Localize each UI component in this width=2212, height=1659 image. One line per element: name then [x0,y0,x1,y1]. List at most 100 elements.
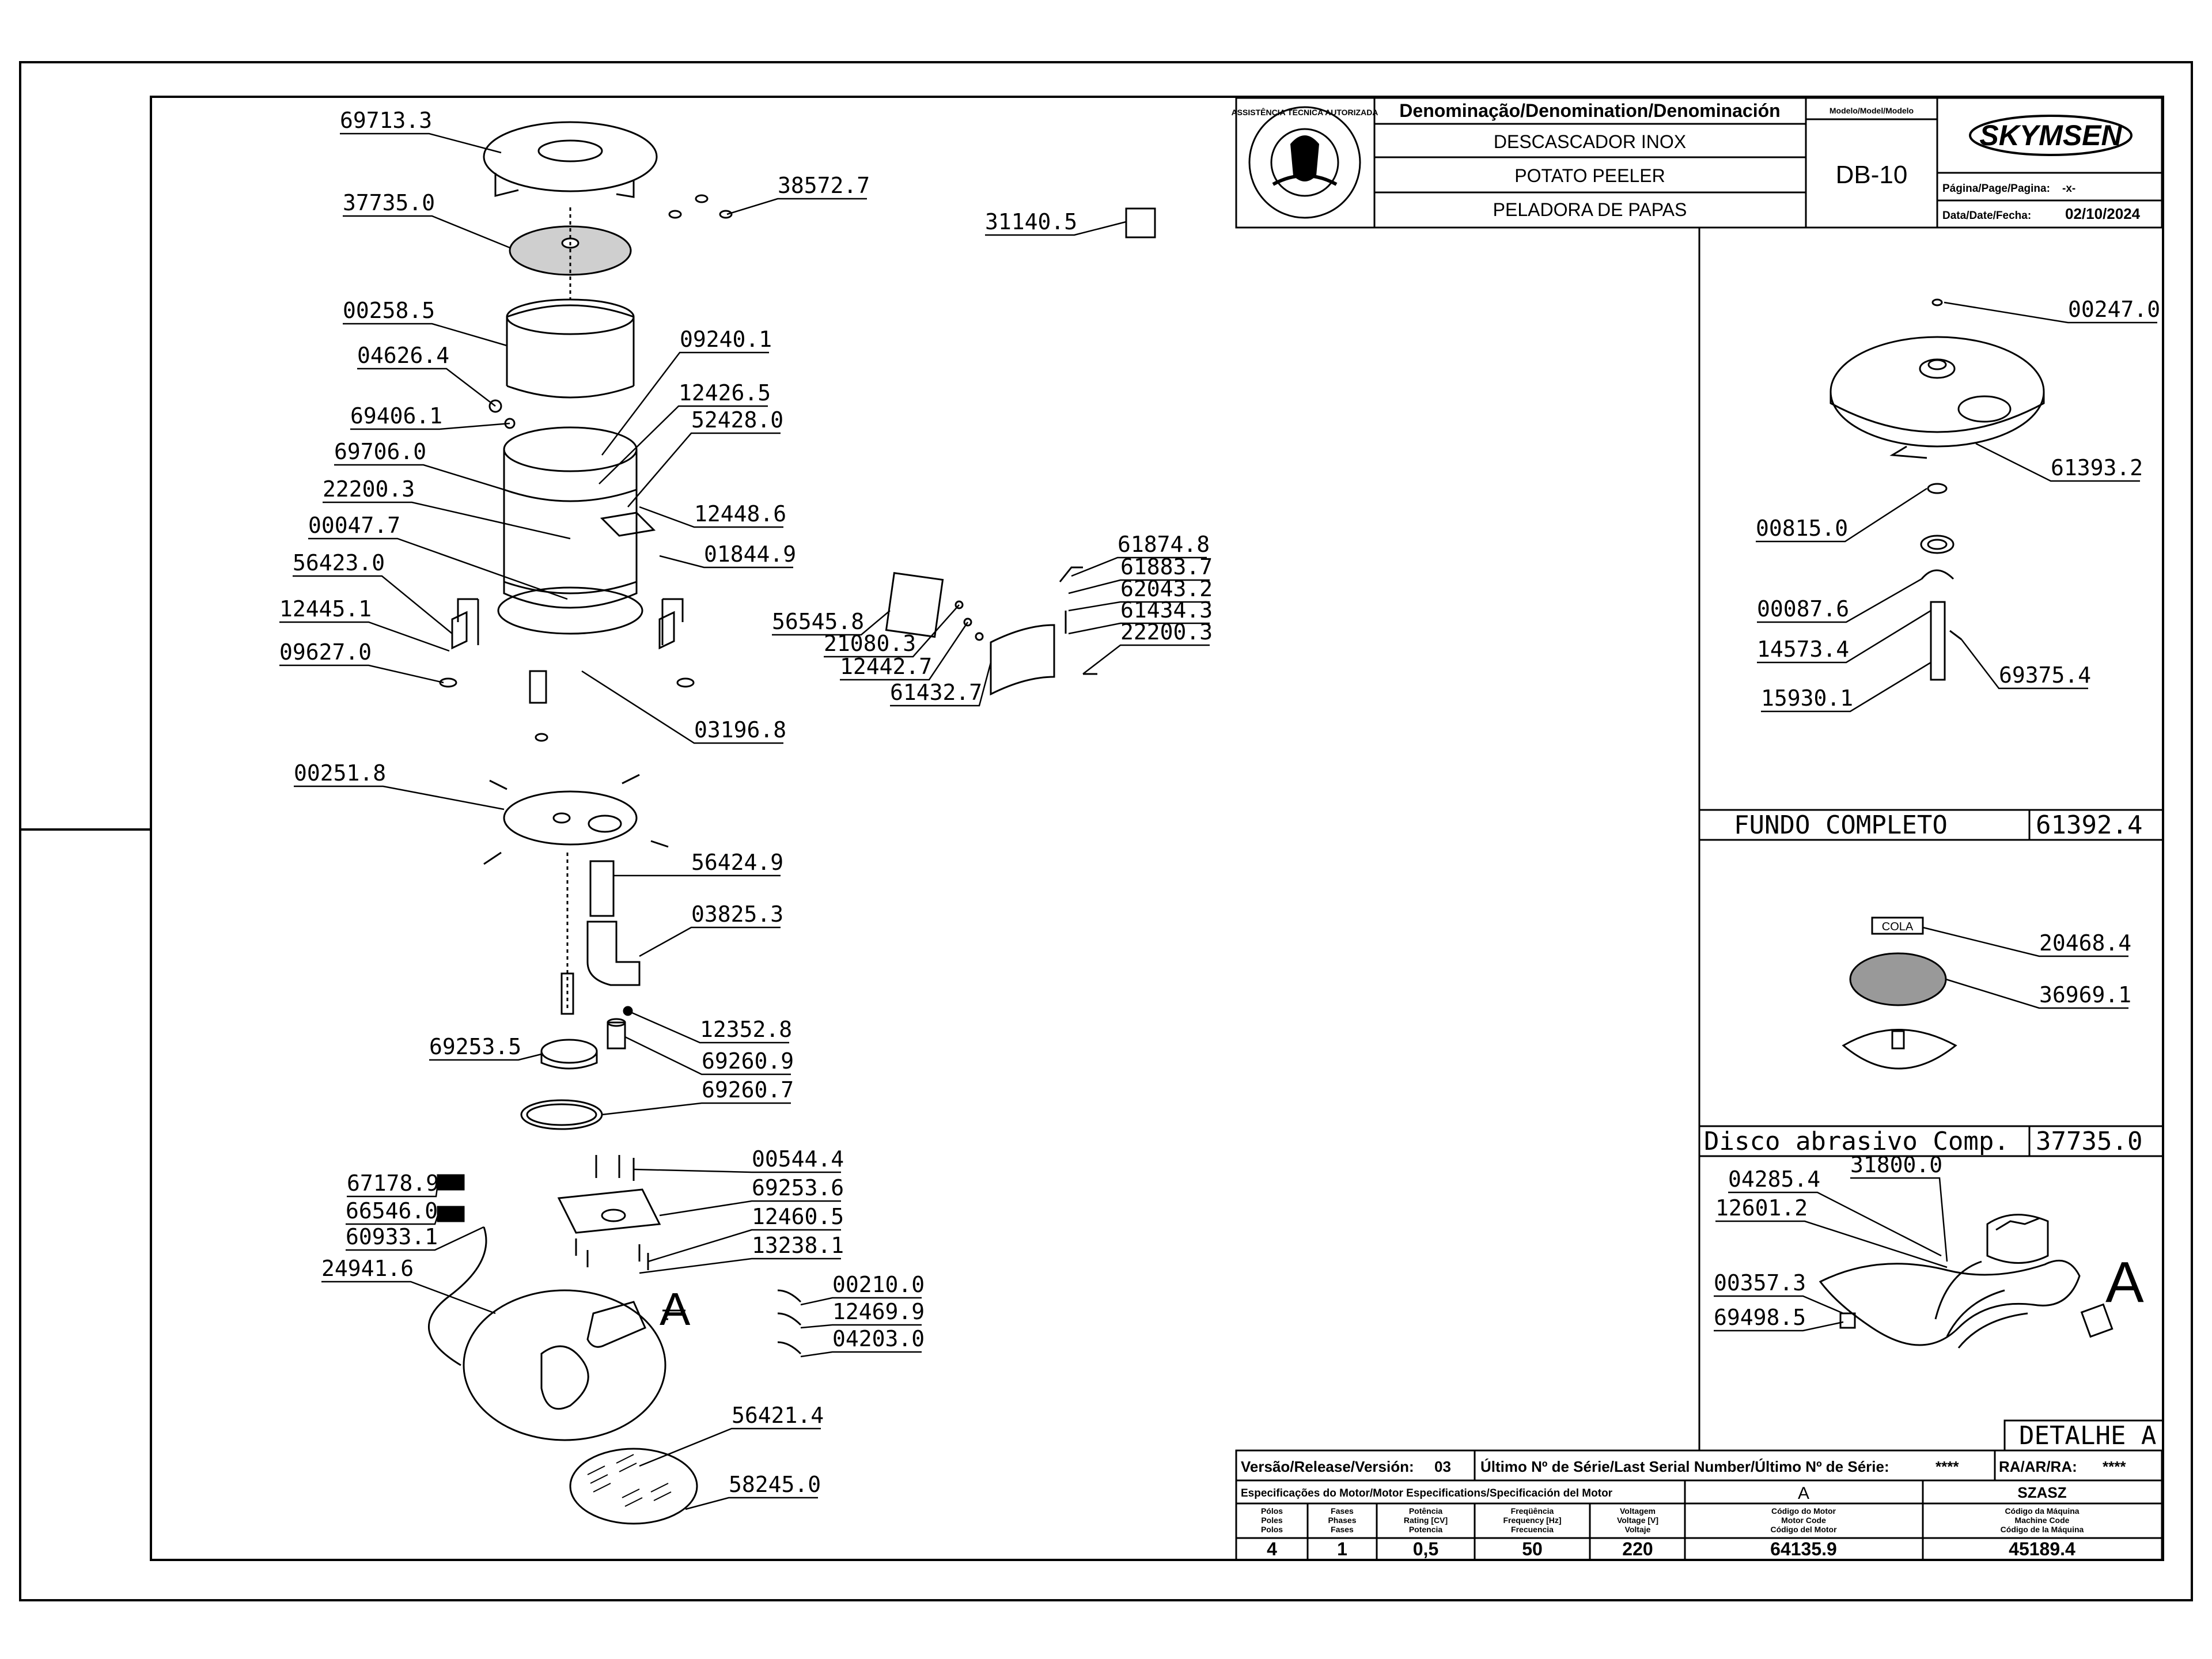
leader-line [347,1183,439,1198]
callout-12442-7: 12442.7 [840,622,969,681]
leader-line [343,323,507,347]
callout-61883-7: 61883.7 [1068,554,1213,594]
callout-12445-1: 12445.1 [279,596,450,652]
disco-title: Disco abrasivo Comp. [1704,1127,2009,1156]
part-number-label: 15930.1 [1761,685,1853,711]
leader-line [334,464,505,491]
leader-line [346,1215,439,1225]
right-panels: FUNDO COMPLETO 61392.4 Disco abrasivo Co… [1698,228,2162,1450]
release-block: Versão/Release/Versión: 03 Último Nº de … [1235,1449,2163,1561]
callout-56545-8: 56545.8 [772,609,891,636]
leader-line [1922,926,2128,957]
spec-column-label: Frecuencia [1511,1525,1554,1534]
disco-abrasivo-view: COLA [1842,916,1957,1070]
leader-line [340,132,502,154]
leader-line [1756,487,1927,543]
page-value: -x- [2062,183,2075,195]
callout-69260-9: 69260.9 [624,1036,794,1075]
leader-line [350,422,510,430]
part-number-label: 36969.1 [2039,982,2131,1007]
part-number-label: 69706.0 [334,439,426,464]
callout-24941-6: 24941.6 [321,1256,496,1315]
leader-line [1068,601,1210,612]
grille-58245-0 [569,1448,698,1525]
callout-61432-7: 61432.7 [890,662,992,707]
motor-spec-label: Especificações do Motor/Motor Especifica… [1241,1487,1613,1499]
spec-column-value: 50 [1522,1539,1543,1559]
callout-69375-4: 69375.4 [1961,639,2091,690]
motor-detail [1986,1214,2049,1264]
callout-31800-0: 31800.0 [1850,1152,1948,1262]
part-number-label: 61874.8 [1118,532,1210,557]
leader-line [985,221,1127,236]
part-number-label: 00357.3 [1714,1270,1806,1296]
part-number-label: 12442.7 [840,654,932,679]
brand-name: SKYMSEN [1979,119,2122,151]
leader-line [1714,1295,1844,1315]
part-number-label: 00247.0 [2068,297,2160,322]
spec-column-label: Código de la Máquina [2001,1525,2084,1534]
spec-column-value: 1 [1337,1539,1347,1559]
leader-line [1850,1177,1948,1262]
lid-69713-3 [483,121,658,192]
part-number-label: 38572.7 [778,173,870,198]
part-number-label: 12601.2 [1715,1195,1808,1221]
part-number-label: 61393.2 [2051,455,2143,480]
callout-69706-0: 69706.0 [334,439,505,491]
tube-56424-9 [589,860,615,917]
callout-67178-9: 67178.9 [347,1171,439,1198]
callout-60933-1: 60933.1 [346,1224,484,1251]
spec-column-label: Código del Motor [1770,1525,1837,1534]
leader-line [601,1102,791,1116]
callout-00047-7: 00047.7 [308,513,568,600]
leader-line [1757,609,1931,664]
leader-line [346,1226,484,1251]
spec-column-value: 0,5 [1413,1539,1438,1559]
part-number-label: 09240.1 [680,327,772,352]
leader-line [800,1324,922,1329]
fundo-title: FUNDO COMPLETO [1734,810,1948,840]
serial-label: Último Nº de Série/Last Serial Number/Úl… [1480,1458,1889,1475]
spec-column-label: Frequency [Hz] [1503,1516,1561,1525]
part-number-label: 12426.5 [679,380,771,406]
leader-line [1944,301,2157,324]
machine-class: SZASZ [2017,1484,2066,1501]
callout-61393-2: 61393.2 [1975,442,2143,482]
callout-20468-4: 20468.4 [1922,926,2131,957]
callout-00251-8: 00251.8 [294,760,505,810]
leader-line [1068,579,1210,594]
callout-14573-4: 14573.4 [1757,609,1931,664]
part-number-label: 09627.0 [279,639,372,665]
ra-label: RA/AR/RA: [1999,1458,2077,1475]
leader-line [343,215,510,249]
part-number-label: 69260.9 [702,1048,794,1074]
callout-00357-3: 00357.3 [1714,1270,1844,1315]
leader-line [726,198,867,215]
cylinder-band-00258-5 [506,304,635,399]
leader-line [279,664,444,684]
part-number-label: 69260.7 [702,1077,794,1103]
callout-21080-3: 21080.3 [824,604,960,658]
disco-code: 37735.0 [2036,1127,2142,1156]
leader-line [1975,442,2140,482]
body-69706-0 [503,426,638,472]
leader-line [647,1229,841,1263]
elbow-03825-3 [586,921,641,986]
part-number-label: 00815.0 [1756,516,1848,541]
leader-line [294,785,505,810]
spec-column-label: Pólos [1261,1506,1283,1516]
spec-column-label: Código do Motor [1771,1506,1836,1516]
callout-13238-1: 13238.1 [639,1233,844,1274]
part-number-label: 13238.1 [752,1233,844,1258]
part-number-label: 31140.5 [985,209,1077,234]
spec-column-label: Código da Máquina [2005,1506,2079,1516]
date-value: 02/10/2024 [2065,205,2141,222]
leader-line [1068,622,1210,635]
callout-69253-5: 69253.5 [429,1034,542,1061]
serial-value: **** [1936,1458,1959,1475]
part-number-label: 04285.4 [1728,1166,1820,1192]
version-value: 03 [1434,1458,1451,1475]
callout-00247-0: 00247.0 [1944,297,2160,324]
leader-line [659,555,793,569]
part-number-label: 62043.2 [1120,576,1213,601]
